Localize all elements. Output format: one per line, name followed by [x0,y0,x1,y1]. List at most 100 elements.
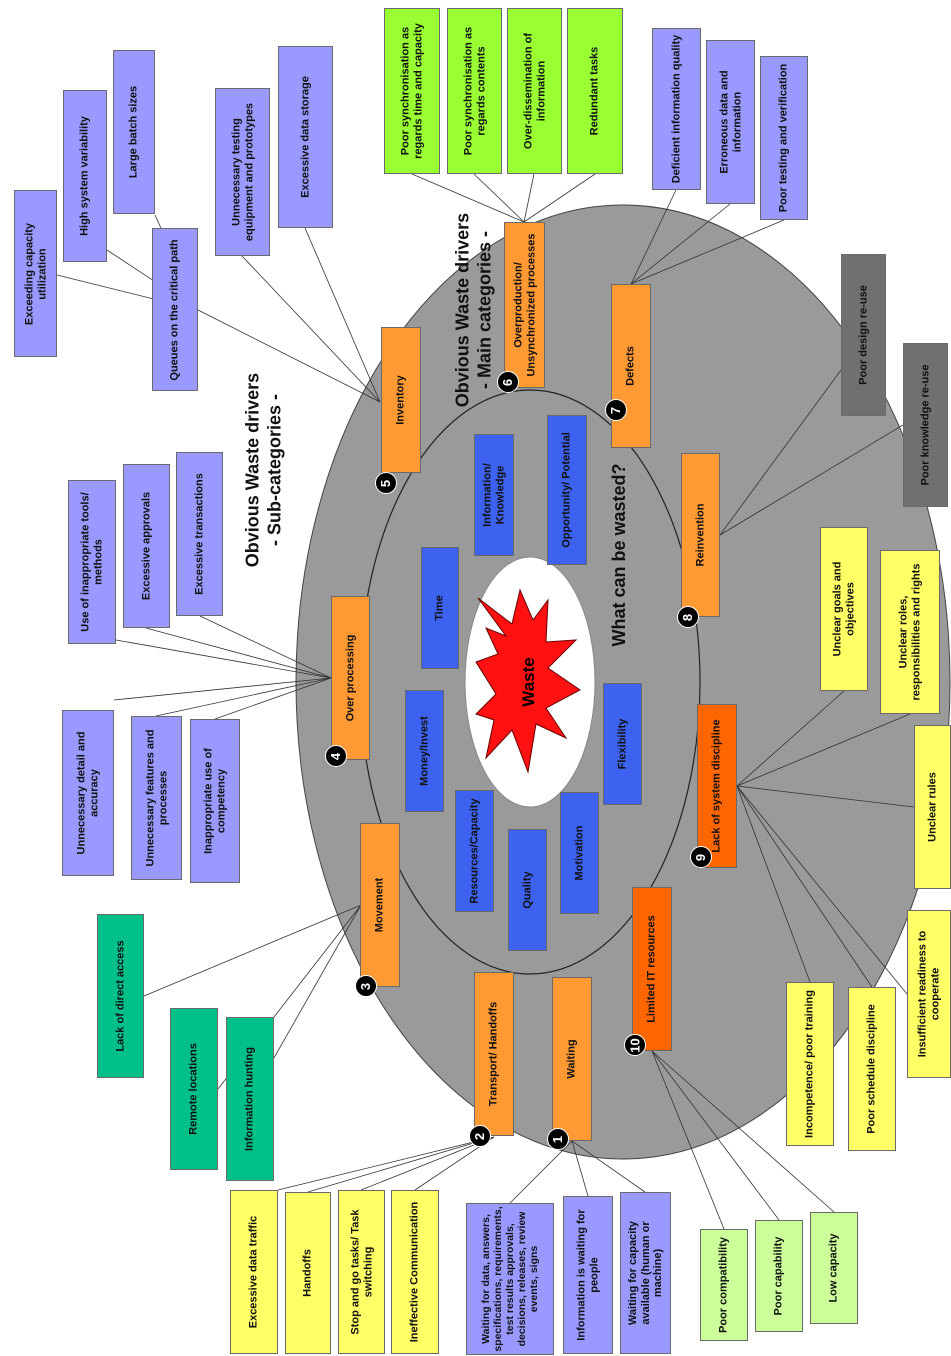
sub-ineffective-communication: Ineffective Communication [391,1190,439,1354]
connector-line [143,904,362,997]
resource-money: Money/Invest [405,690,444,812]
sub-over-dissemination: Over-dissemination of information [507,8,562,174]
resource-time: Time [421,547,459,669]
sub-sync-contents: Poor synchronisation as regards contents [447,8,502,174]
connector-line [651,1050,835,1213]
connector-line [736,785,811,983]
main-heading-line1: Obvious Waste drivers [452,212,473,408]
sub-knowledge-reuse: Poor knowledge re-use [903,343,948,507]
connector-line [630,203,731,285]
sub-poor-testing: Poor testing and verification [760,56,808,220]
connector-line [719,339,864,536]
sub-exceeding-capacity: Exceeding capacity utilization [14,190,57,357]
connector-line [736,690,845,787]
sub-redundant-tasks: Redundant tasks [567,8,623,174]
connector-line [155,677,332,717]
sub-insufficient-readiness: Insufficient readiness to cooperate [907,910,951,1078]
badge-10: 10 [624,1034,646,1056]
sub-large-batch: Large batch sizes [113,50,155,214]
badge-6: 6 [497,371,519,393]
sub-unnecessary-detail: Unnecessary detail and accuracy [62,710,114,876]
sub-categories-heading: Obvious Waste drivers - Sub-categories - [242,373,285,567]
connector-line [115,639,332,679]
sub-stop-go: Stop and go tasks/ Task switching [338,1190,385,1354]
resource-opportunity: Opportunity/ Potential [547,415,587,565]
sub-information-hunting: Information hunting [226,1017,274,1181]
what-can-be-wasted-heading: What can be wasted? [609,463,630,647]
badge-9: 9 [690,846,712,868]
waste-center-label: Waste [519,657,538,707]
resource-motivation: Motivation [560,792,599,914]
sub-deficient-quality: Deficient information quality [652,28,701,190]
sub-unclear-goals: Unclear goals and objectives [820,527,868,691]
driver-inventory: Inventory [381,327,421,473]
driver-transport: Transport/ Handoffs [474,972,514,1136]
badge-3: 3 [355,975,377,997]
badge-5: 5 [375,472,397,494]
sub-sync-time: Poor synchronisation as regards time and… [384,8,440,174]
badge-8: 8 [677,606,699,628]
driver-movement: Movement [360,823,400,987]
badge-2: 2 [469,1125,491,1147]
sub-capacity-waiting: Waiting for capacity available (human or… [620,1192,671,1354]
sub-data-storage: Excessive data storage [278,46,333,228]
main-heading-line2: - Main categories - [474,230,494,390]
connector-line [736,713,911,787]
driver-overproduction: Overproduction/ Unsynchronized processes [504,222,545,388]
connector-line [736,785,873,988]
sub-low-capacity: Low capacity [810,1212,858,1324]
sub-heading-line1: Obvious Waste drivers [242,372,263,568]
connector-line [571,1140,589,1197]
connector-line [241,255,381,403]
sub-inappropriate-competency: Inappropriate use of competency [190,719,240,883]
connector-line [197,309,381,403]
connector-line [145,627,332,679]
connector-line [304,227,381,403]
driver-discipline: Lack of system discipline [697,704,737,868]
sub-unnecessary-features: Unnecessary features and processes [131,716,182,880]
resource-flexibility: Flexibility [603,683,642,805]
connector-line [736,785,908,995]
sub-heading-line2: - Sub-categories - [264,393,284,547]
sub-waiting-for-data: Waiting for data, answers, specification… [466,1203,554,1355]
sub-testing-equipment: Unnecessary testing equipment and protot… [215,88,270,256]
waste-star-shape [475,588,581,774]
driver-defects: Defects [611,284,651,448]
connector-line [630,219,785,285]
connector-line [523,173,535,223]
sub-design-reuse: Poor design re-use [841,254,886,416]
connector-line [719,424,904,536]
sub-incompetence: Incompetence/ poor training [786,982,834,1146]
connector-line [277,1136,495,1191]
badge-1: 1 [547,1128,569,1150]
sub-high-variability: High system variability [63,90,107,262]
driver-reinvention: Reinvention [681,453,720,617]
sub-remote-locations: Remote locations [170,1008,218,1170]
connector-line [651,1050,725,1230]
connector-line [571,1140,646,1193]
sub-queues: Queues on the critical path [152,228,198,391]
resource-information: Information/ Knowledge [474,434,514,556]
connector-line [523,173,596,223]
sub-inappropriate-tools: Use of inappropriate tools/ methods [68,480,116,644]
sub-excessive-approvals: Excessive approvals [123,464,170,628]
sub-unclear-roles: Unclear roles, responsibilities and righ… [880,550,940,714]
sub-erroneous-data: Erroneous data and information [706,40,755,204]
resource-resources: Resources/Capacity [455,790,494,912]
sub-poor-capability: Poor capability [755,1220,803,1332]
sub-unclear-rules: Unclear rules [914,725,951,889]
driver-overprocessing: Over processing [331,596,370,760]
connector-line [473,173,525,223]
connector-line [360,1136,495,1191]
connector-line [199,615,332,679]
sub-schedule-discipline: Poor schedule discipline [848,987,896,1151]
driver-itresources: Limited IT resources [632,887,672,1051]
connector-line [411,173,525,223]
sub-excessive-transactions: Excessive transactions [176,452,223,616]
badge-7: 7 [605,399,627,421]
connector-line [307,1136,495,1193]
resource-quality: Quality [508,829,547,951]
sub-handoffs: Handoffs [285,1192,331,1354]
